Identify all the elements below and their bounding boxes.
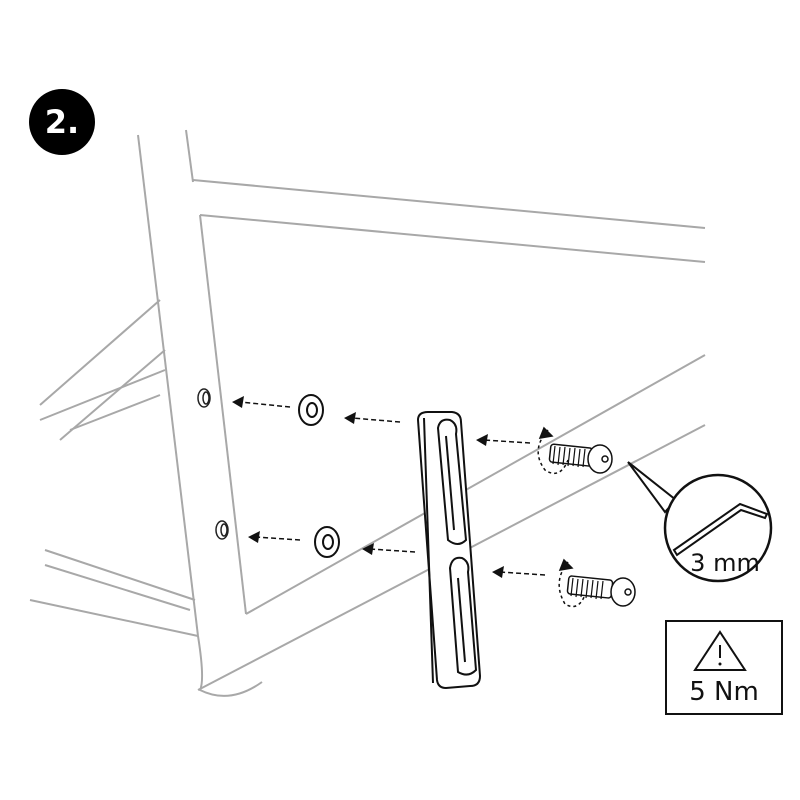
assembly-arrows — [239, 401, 546, 576]
frame-hole-bottom — [215, 520, 229, 540]
arrowheads — [232, 396, 504, 578]
washer-top — [298, 394, 324, 426]
bracket-plate — [416, 411, 482, 690]
hex-key-icon — [672, 502, 769, 557]
step-badge — [29, 89, 95, 155]
bike-frame — [29, 129, 706, 697]
warning-triangle-icon — [693, 630, 747, 671]
frame-hole-top — [197, 388, 211, 408]
torque-value-label: 5 Nm — [689, 677, 759, 707]
hex-key-callout — [627, 461, 773, 583]
step-number: 2. — [44, 103, 80, 141]
torque-box — [665, 620, 783, 715]
washer-bottom — [314, 526, 340, 558]
screw-top — [537, 426, 613, 475]
hex-key-size-label: 3 mm — [690, 549, 760, 577]
screw-bottom — [558, 558, 636, 608]
